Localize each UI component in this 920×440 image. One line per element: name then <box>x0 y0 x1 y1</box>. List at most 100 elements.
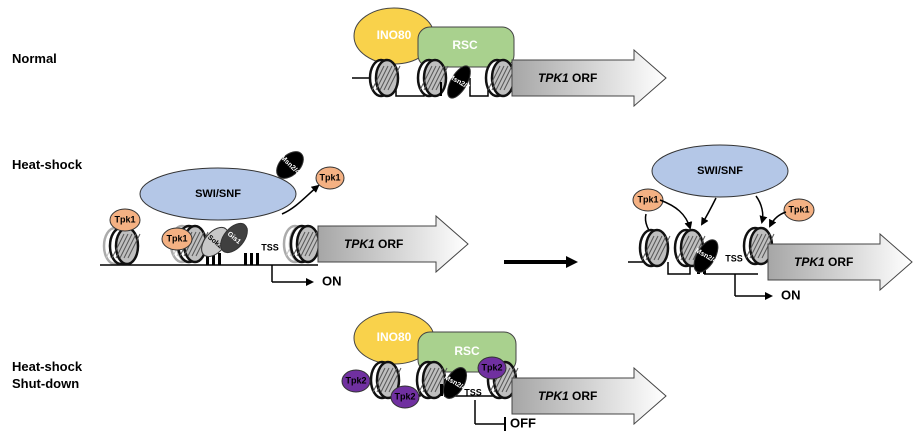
tpk2-sd-2: Tpk2 <box>390 385 420 409</box>
tpk1-orf-sd-label: TPK1 ORF <box>538 389 597 403</box>
tpk1-hs-2: Tpk1 <box>161 227 193 251</box>
nucleosome-sd-1 <box>369 360 402 400</box>
tpk1-orf-normal-shape <box>511 48 667 108</box>
swi-snf-heatshock: SWI/SNF <box>139 167 297 221</box>
promoter-on-hs: ON <box>271 265 342 288</box>
tpk2-sd-1-label: Tpk2 <box>345 375 366 385</box>
promoter-on-hs-label: ON <box>322 273 342 288</box>
nucleosome-normal-1 <box>368 58 401 98</box>
nucleosome-normal-2-hatch <box>423 65 437 91</box>
tpk2-sd-1-shape <box>341 369 371 393</box>
nucleosome-sd-2-hatch <box>422 367 436 393</box>
normal-site-bar <box>440 82 442 96</box>
tpk1-released-shape <box>315 166 345 190</box>
tpk1-hs-1-label: Tpk1 <box>114 214 135 224</box>
nucleosome-hs-right-1-hatch <box>649 235 663 261</box>
nucleosome-hs-3-core <box>295 224 321 264</box>
nucleosome-hs-3-hatch <box>304 231 318 257</box>
tpk1-orf-hs-right: TPK1 ORF <box>767 232 913 292</box>
tpk1-hs-right-2: Tpk1 <box>783 198 815 222</box>
nucleosome-normal-1-hatch <box>375 65 389 91</box>
nucleosome-normal-2-core <box>422 58 448 98</box>
nucleosome-hs-right-2-hatch <box>676 235 690 261</box>
tpk1-hs-1-shape <box>109 208 141 232</box>
nucleosome-sd-1-hatch <box>376 367 390 393</box>
promoter-off-sd-label: OFF <box>510 415 536 430</box>
nucleosome-normal-1-core <box>374 58 400 98</box>
nucleosome-sd-2-hatch <box>418 367 432 393</box>
nucleosome-hs-right-2-hatch <box>688 235 702 261</box>
panel-label-shut-down-line1: Heat-shock <box>12 359 83 374</box>
msn24-released-shape <box>276 151 304 179</box>
rsc-normal-label: RSC <box>452 38 478 52</box>
nucleosome-normal-3-hatch <box>499 65 513 91</box>
tpk2-sd-3-shape <box>477 356 507 380</box>
tpk2-sd-3-label: Tpk2 <box>481 362 502 372</box>
tpk1-orf-sd: TPK1 ORF <box>511 366 667 426</box>
nucleosome-sd-1-hatch <box>384 367 398 393</box>
nucleosome-hs-1 <box>108 226 141 266</box>
nucleosome-hs-right-1-hatch <box>653 235 667 261</box>
msn24-sd-shape <box>442 367 468 399</box>
panel-label-shut-down: Heat-shock Shut-down <box>12 358 82 392</box>
nucleosome-normal-3 <box>484 58 517 98</box>
tpk1-hs-1: Tpk1 <box>109 208 141 232</box>
gis1-hs-shape <box>220 222 248 254</box>
promoter-on-hs-right-label: ON <box>781 287 801 302</box>
tpk1-orf-hs: TPK1 ORF <box>317 214 469 274</box>
gis1-hs: Gis1 <box>220 222 248 254</box>
nucleosome-hs-1-hatch <box>111 233 125 259</box>
nucleosome-normal-1-hatch <box>371 65 385 91</box>
transition-arrow-head <box>566 256 578 268</box>
nucleosome-hs-right-1-hatch <box>641 235 655 261</box>
swi-snf-hs-right: SWI/SNF <box>651 144 789 198</box>
tpk1-hs-right-1-shape <box>632 188 664 212</box>
promoter-on-hs-right: ON <box>734 274 801 302</box>
nucleosome-normal-3-hatch <box>487 65 501 91</box>
arrow-swisnf-2 <box>700 197 717 226</box>
tpk2-sd-2-shape <box>390 385 420 409</box>
nucleosome-hs-right-3-hatch <box>749 233 763 259</box>
tpk1-orf-sd-shape <box>511 366 667 426</box>
tpk1-hs-2-label: Tpk1 <box>166 233 187 243</box>
tpk1-released: Tpk1 <box>315 166 345 190</box>
tss-hs-right-label: TSS <box>725 253 743 263</box>
tpk1-orf-hs-shape <box>317 214 469 274</box>
tpk2-sd-1: Tpk2 <box>341 369 371 393</box>
tpk1-hs-right-1: Tpk1 <box>632 188 664 212</box>
msn24-hs-right: Msn2/4 <box>693 239 719 273</box>
nucleosome-normal-1-hatch <box>387 65 401 91</box>
tpk1-orf-hs-label: TPK1 ORF <box>344 237 403 251</box>
tpk1-released-label: Tpk1 <box>319 172 340 182</box>
nucleosome-hs-1-core <box>114 226 140 266</box>
tpk1-orf-hs-right-shape <box>767 232 913 292</box>
swi-snf-heatshock-shape <box>139 167 297 221</box>
nucleosome-normal-3-core <box>490 58 516 98</box>
nucleosome-hs-right-2 <box>673 228 706 268</box>
nucleosome-normal-2-hatch <box>431 65 445 91</box>
tpk2-sd-3: Tpk2 <box>477 356 507 380</box>
nucleosome-normal-3-hatch <box>495 65 509 91</box>
tpk1-orf-hs-right-label: TPK1 ORF <box>794 255 853 269</box>
nucleosome-sd-1-hatch <box>380 367 394 393</box>
nucleosome-normal-2-hatch <box>427 65 441 91</box>
nucleosome-hs-right-3 <box>742 226 775 266</box>
tpk1-orf-normal-label: TPK1 ORF <box>538 71 597 85</box>
arrow-tpk1-release <box>281 184 320 215</box>
nucleosome-normal-2-hatch <box>419 65 433 91</box>
rsc-shutdown-label: RSC <box>454 344 480 358</box>
msn24-normal-shape <box>447 65 471 99</box>
nucleosome-hs-right-3-hatch <box>753 233 767 259</box>
nucleosome-sd-3-hatch <box>497 367 511 393</box>
hs-site-bars-1 <box>206 253 221 265</box>
nucleosome-normal-2 <box>416 58 449 98</box>
nucleosome-hs-right-1 <box>638 228 671 268</box>
tpk1-hs-right-2-label: Tpk1 <box>788 204 809 214</box>
nucleosome-hs-right-1-core <box>644 228 670 268</box>
nucleosome-hs-1-hatch <box>115 233 129 259</box>
tpk1-hs-right-1-label: Tpk1 <box>637 194 658 204</box>
nucleosome-normal-1-hatch <box>379 65 393 91</box>
arrow-swisnf-1 <box>659 199 693 230</box>
nucleosome-normal-2-hatch <box>435 65 449 91</box>
